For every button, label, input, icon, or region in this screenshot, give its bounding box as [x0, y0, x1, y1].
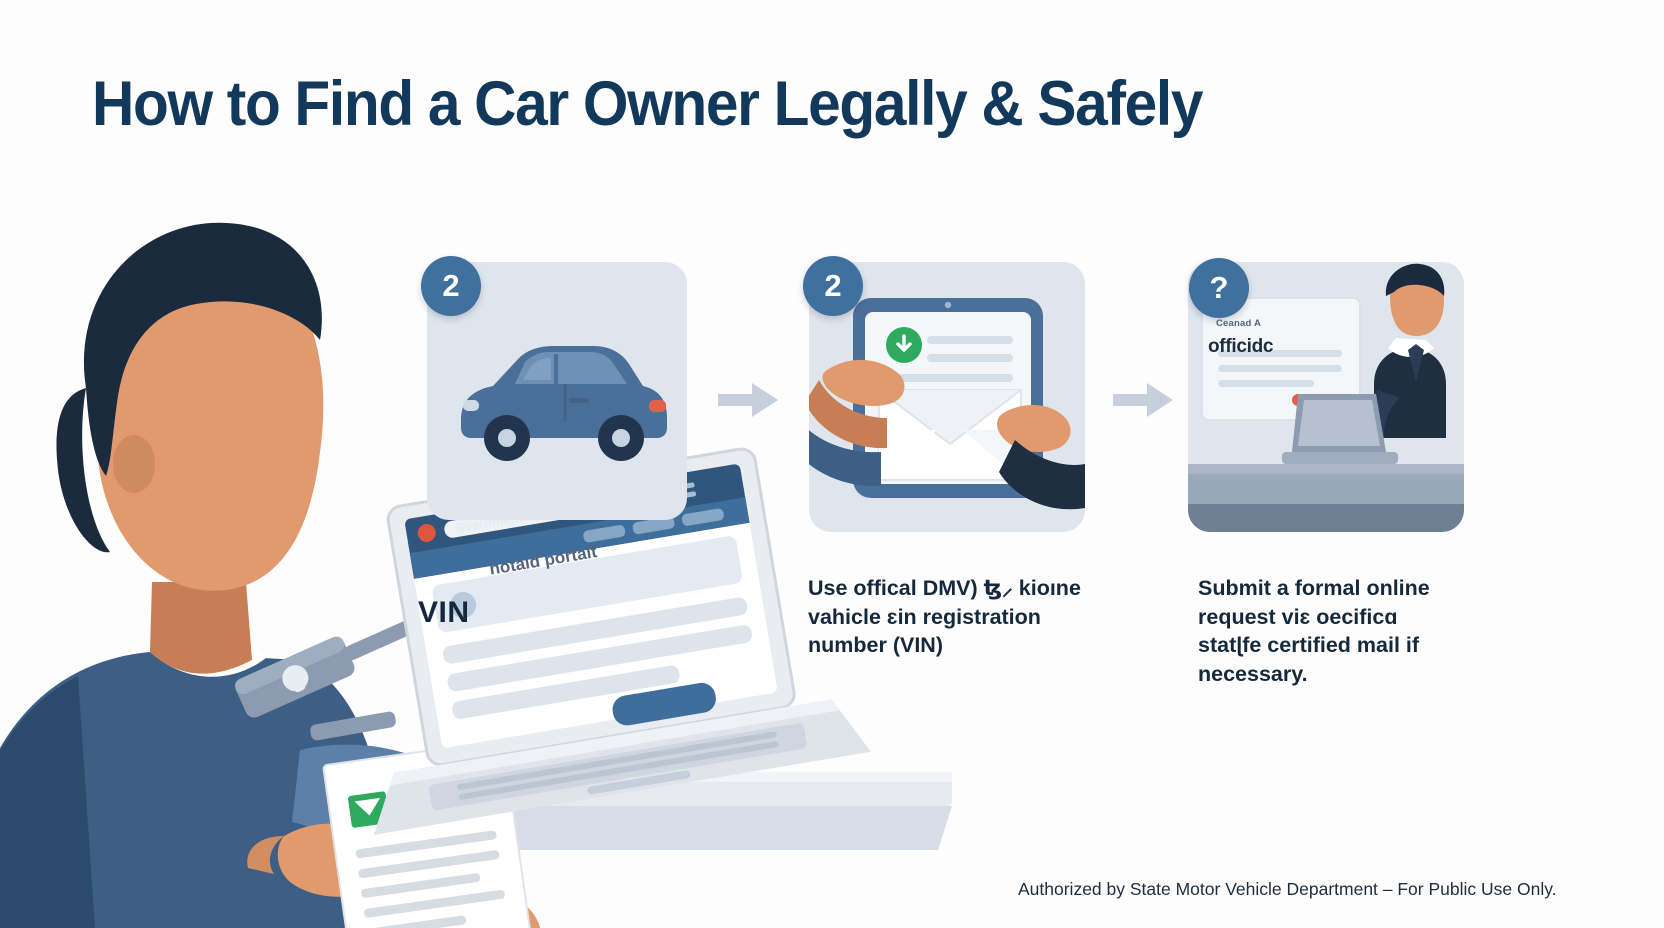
hero-illustration [0, 190, 985, 928]
page-title: How to Find a Car Owner Legally & Safely [92, 69, 1204, 139]
footer-disclaimer: Authorized by State Motor Vehicle Depart… [1018, 879, 1557, 899]
step-badge-3: ? [1189, 258, 1249, 318]
step-caption-2: Use offical DMV) ꜩ⸝ kioıne vahicle ɛin r… [808, 576, 1081, 658]
arrow-step2-to-step3 [1113, 383, 1175, 422]
step-badge-1: 2 [421, 256, 481, 316]
car-side-icon [461, 346, 667, 461]
step-caption-3: Submit a formal online request viɛ oecif… [1198, 576, 1430, 686]
certificate-subtitle: Ceanad A [1216, 318, 1262, 329]
step-badge-2: 2 [803, 256, 863, 316]
arrow-step1-to-step2 [718, 383, 780, 422]
tablet-envelope-icon [809, 298, 1085, 510]
step-panel-2 [809, 262, 1085, 532]
certificate-heading: officidc [1208, 336, 1274, 357]
vin-document-label: VIN [418, 596, 470, 629]
clerk-desk-icon [1188, 263, 1464, 532]
